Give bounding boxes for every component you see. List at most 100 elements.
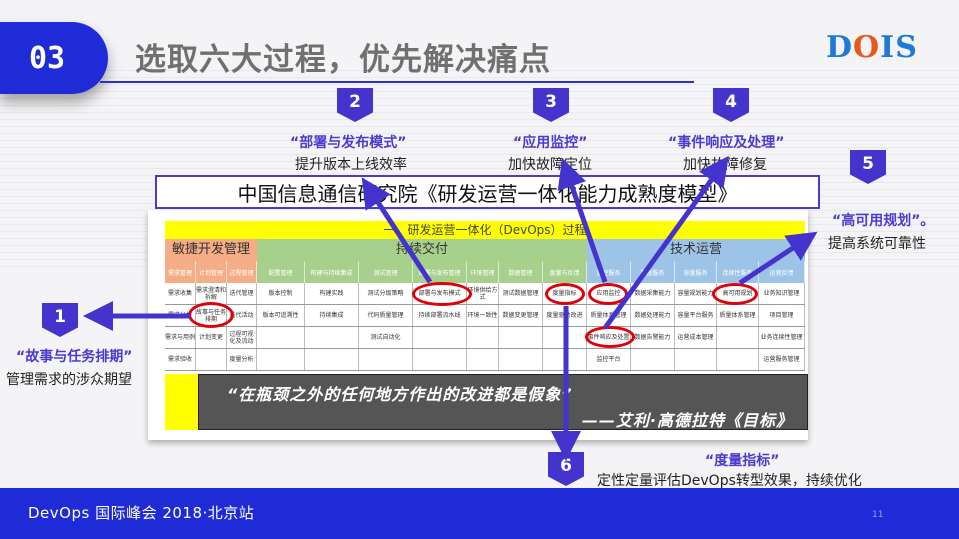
callout-desc-6: 定性定量评估DevOps转型效果，持续优化 xyxy=(597,473,862,489)
table-cell: 过程可视化及流动 xyxy=(227,327,257,348)
highlight-ring-incident-response xyxy=(585,326,635,348)
table-cell: 质量体系管理 xyxy=(717,305,759,326)
table-cell: 数据告警能力 xyxy=(631,327,675,348)
callout-badge-4: 4 xyxy=(713,88,749,122)
table-cell: 容量规划能力 xyxy=(675,283,717,304)
table-cell xyxy=(305,349,359,370)
table-cell: 环境一致性 xyxy=(467,305,499,326)
table-cell: 持续部署流水线 xyxy=(413,305,467,326)
title-rule xyxy=(100,81,694,83)
callout-title-1: “故事与任务排期” xyxy=(16,349,133,365)
table-cell: 版本可追溯性 xyxy=(257,305,305,326)
table-cell: 业务知识管理 xyxy=(759,283,805,304)
table-row: 需求与用例 计划变更 过程可视化及流动 测试自动化 事件响应及处置 数据告警能力… xyxy=(165,327,805,349)
table-cell: 版本控制 xyxy=(257,283,305,304)
quote-author: ——艾利·高德拉特《目标》 xyxy=(581,411,793,430)
callout-desc-4: 加快故障修复 xyxy=(683,157,767,173)
table-cell xyxy=(196,349,227,370)
col-header: 构建与持续集成 xyxy=(305,261,359,283)
highlight-ring-deploy-release xyxy=(412,282,472,306)
callout-desc-1: 管理需求的涉众期望 xyxy=(6,372,132,388)
table-cell: 容量平台服务 xyxy=(675,305,717,326)
table-cell: 运营服务管理 xyxy=(759,349,805,370)
callout-badge-5: 5 xyxy=(850,150,886,184)
table-cell: 需求与用例 xyxy=(165,327,196,348)
table-cell xyxy=(413,349,467,370)
dois-logo: DOIS xyxy=(826,30,918,65)
callout-desc-2: 提升版本上线效率 xyxy=(295,157,407,173)
chapter-number-badge: 03 xyxy=(0,22,108,94)
table-cell: 迭代活动 xyxy=(227,305,257,326)
highlight-ring-ha-planning xyxy=(712,283,758,305)
table-cell xyxy=(499,349,543,370)
col-header: 运营反馈 xyxy=(759,261,805,283)
table-cell: 迭代管理 xyxy=(227,283,257,304)
col-header: 配置管理 xyxy=(257,261,305,283)
table-cell xyxy=(305,327,359,348)
table-cell: 计划变更 xyxy=(196,327,227,348)
col-header: 环境管理 xyxy=(467,261,499,283)
callout-badge-2: 2 xyxy=(337,88,373,122)
callout-badge-1: 1 xyxy=(42,303,78,337)
quote-box: “在瓶颈之外的任何地方作出的改进都是假象” ——艾利·高德拉特《目标》 xyxy=(198,374,808,430)
col-header: 连续性服务 xyxy=(717,261,759,283)
table-cell: 运营成本管理 xyxy=(675,327,717,348)
table-cell: 质量体系管理 xyxy=(587,305,631,326)
table-cell: 需求澄清和拆解 xyxy=(196,283,227,304)
table-cell xyxy=(467,349,499,370)
highlight-ring-metrics xyxy=(545,283,585,305)
page-number: 11 xyxy=(872,510,884,520)
col-header: 过程管理 xyxy=(227,261,257,283)
callout-title-5: “高可用规划”。 xyxy=(832,213,935,229)
table-body: 需求收集 需求澄清和拆解 迭代管理 版本控制 构建实践 测试分级策略 部署与发布… xyxy=(165,283,805,371)
col-header: 计划管理 xyxy=(196,261,227,283)
table-cell: 需求收集 xyxy=(165,283,196,304)
table-cell xyxy=(257,327,305,348)
col-header: 测试管理 xyxy=(359,261,413,283)
event-name: DevOps 国际峰会 2018·北京站 xyxy=(28,504,255,522)
table-cell: 度量分析 xyxy=(227,349,257,370)
group-continuous-delivery: 持续交付 xyxy=(257,239,587,261)
col-header: 监控服务 xyxy=(587,261,631,283)
table-cell xyxy=(631,349,675,370)
callout-title-2: “部署与发布模式” xyxy=(290,135,407,151)
callout-title-4: “事件响应及处理” xyxy=(668,135,785,151)
table-cell xyxy=(359,349,413,370)
col-header: 部署与发布管理 xyxy=(413,261,467,283)
table-cell: 度量驱动改进 xyxy=(543,305,587,326)
col-header: 数据管理 xyxy=(499,261,543,283)
table-cell: 数据处理能力 xyxy=(631,305,675,326)
table-cell: 环境供给方式 xyxy=(467,283,499,304)
table-cell xyxy=(543,349,587,370)
group-tech-ops: 技术运营 xyxy=(587,239,805,261)
table-cell xyxy=(717,349,759,370)
table-cell: 测试分级策略 xyxy=(359,283,413,304)
table-cell: 持续集成 xyxy=(305,305,359,326)
highlight-ring-app-monitoring xyxy=(588,283,628,305)
callout-desc-3: 加快故障定位 xyxy=(508,157,592,173)
table-cell: 数据变更管理 xyxy=(499,305,543,326)
table-cell xyxy=(257,349,305,370)
callout-badge-6: 6 xyxy=(548,452,584,486)
footer-bar: DevOps 国际峰会 2018·北京站 11 xyxy=(0,488,959,539)
table-cell xyxy=(717,327,759,348)
table-cell: 代码质量管理 xyxy=(359,305,413,326)
yellow-marker xyxy=(165,374,198,430)
quote-text: “在瓶颈之外的任何地方作出的改进都是假象” xyxy=(227,385,573,404)
table-cell xyxy=(675,349,717,370)
table-cell: 需求验收 xyxy=(165,349,196,370)
group-agile: 敏捷开发管理 xyxy=(165,239,257,261)
col-header: 数据服务 xyxy=(631,261,675,283)
page-title: 选取六大过程，优先解决痛点 xyxy=(135,42,551,78)
col-header: 容量服务 xyxy=(675,261,717,283)
col-header: 需求管理 xyxy=(165,261,196,283)
callout-title-6: “度量指标” xyxy=(705,453,780,469)
table-cell xyxy=(467,327,499,348)
col-header: 度量与反馈 xyxy=(543,261,587,283)
table-cell: 构建实践 xyxy=(305,283,359,304)
table-cell: 监控平台 xyxy=(587,349,631,370)
table-cell xyxy=(413,327,467,348)
table-banner: 一、研发运营一体化（DevOps）过程 xyxy=(165,221,805,239)
table-row: 需求验收 度量分析 监控平台 运营服务管理 xyxy=(165,349,805,371)
table-cell xyxy=(543,327,587,348)
